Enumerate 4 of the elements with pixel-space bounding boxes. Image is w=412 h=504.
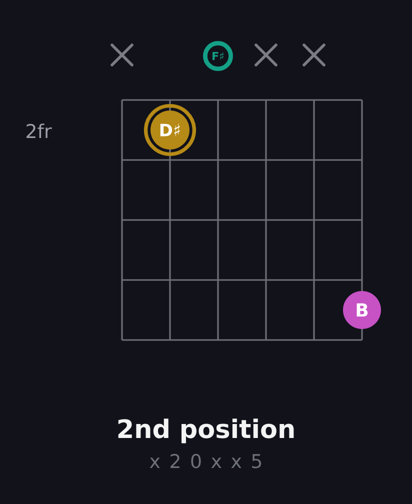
fret-number: 2fr — [26, 124, 52, 138]
fingering-text: x 2 0 x x 5 — [150, 454, 262, 468]
title: 2nd position — [118, 418, 294, 444]
open-note-ring: F♯ — [203, 41, 233, 71]
